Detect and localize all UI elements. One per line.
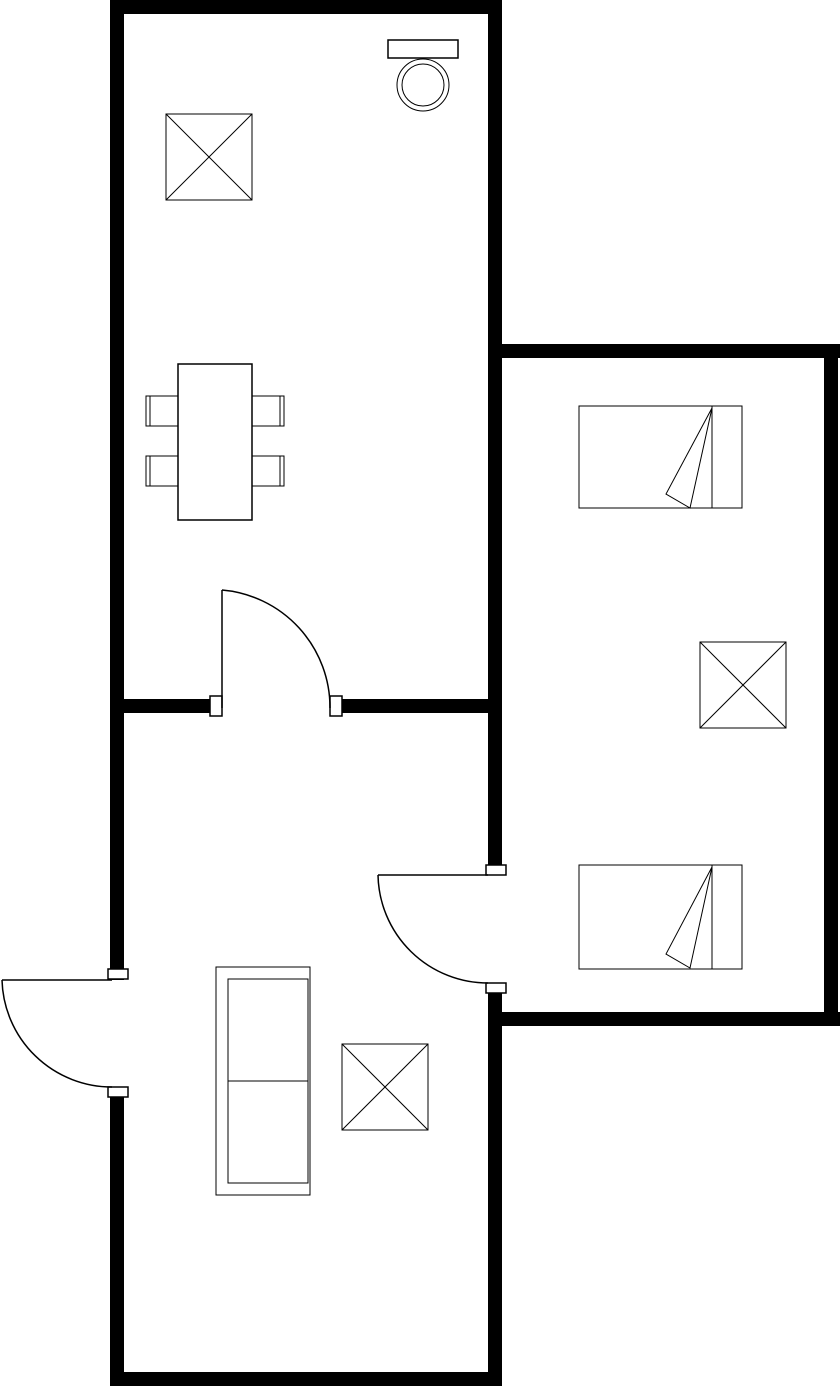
chair-icon	[251, 395, 285, 427]
wall-bottom	[110, 1372, 502, 1386]
door-jamb-bottom	[485, 982, 507, 994]
wall-center-lower	[488, 990, 502, 1386]
wall-partition-left	[110, 699, 214, 713]
wall-top	[110, 0, 502, 14]
bed-sheet-fold	[665, 866, 713, 969]
bed-icon	[578, 405, 743, 509]
bedroom-door[interactable]	[377, 864, 507, 994]
sofa-icon	[215, 966, 311, 1196]
wall-left-upper	[110, 0, 124, 980]
wall-bedroom-top	[488, 344, 840, 358]
walls	[110, 0, 840, 1386]
door-jamb-top	[107, 968, 129, 980]
wall-left-lower	[110, 1090, 124, 1386]
square-box-icon	[165, 113, 253, 201]
toilet-icon	[387, 39, 459, 112]
door-jamb-bottom	[107, 1086, 129, 1098]
chair-icon	[145, 395, 179, 427]
north-room	[145, 39, 459, 521]
entrance-door[interactable]	[1, 968, 129, 1098]
wall-bedroom-bottom	[488, 1012, 840, 1026]
bed-frame	[578, 405, 743, 509]
door-jamb-left	[209, 695, 223, 717]
table-top	[177, 363, 253, 521]
bed-icon	[578, 864, 743, 970]
door-jamb-top	[485, 864, 507, 876]
south-room	[215, 966, 429, 1196]
wall-center-upper	[488, 0, 502, 868]
east-bedroom	[578, 405, 787, 970]
square-box-icon	[341, 1043, 429, 1131]
toilet-bowl-inner	[401, 63, 445, 107]
interior-door-north[interactable]	[209, 589, 343, 717]
bed-frame	[578, 864, 743, 970]
door-swing-arc	[1, 979, 113, 1088]
chair-icon	[145, 455, 179, 487]
dining-table-icon	[145, 363, 285, 521]
toilet-bowl-outer	[396, 58, 450, 112]
door-jamb-right	[329, 695, 343, 717]
toilet-tank	[387, 39, 459, 59]
chair-icon	[251, 455, 285, 487]
bed-sheet-fold	[665, 407, 713, 509]
sofa-outer	[215, 966, 311, 1196]
wall-partition-right	[336, 699, 502, 713]
wall-bedroom-right	[824, 344, 838, 1026]
door-swing-arc	[377, 874, 489, 984]
door-swing-arc	[221, 589, 331, 709]
square-box-icon	[699, 641, 787, 729]
